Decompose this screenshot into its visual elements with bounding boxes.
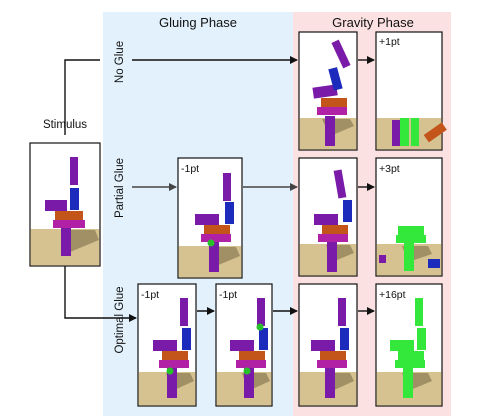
block-purple-base bbox=[244, 368, 254, 398]
block-magenta bbox=[159, 360, 189, 368]
block-blue bbox=[343, 200, 352, 222]
block-purple-left bbox=[153, 340, 177, 351]
block-purple-top bbox=[333, 169, 347, 199]
row-label-partial-glue: Partial Glue bbox=[114, 158, 126, 218]
score-optimal-glue-1: -1pt bbox=[141, 289, 159, 301]
block-purple-top bbox=[338, 298, 346, 326]
block-green-top bbox=[415, 298, 423, 326]
block-purple-base bbox=[61, 228, 71, 256]
block-purple-fallen bbox=[379, 255, 386, 263]
row-label-no-glue: No Glue bbox=[114, 41, 126, 83]
floor-shadow bbox=[66, 230, 99, 252]
block-green-mid bbox=[398, 351, 424, 360]
block-purple-top bbox=[70, 157, 78, 185]
block-orange-fallen bbox=[423, 122, 447, 143]
block-purple-top bbox=[223, 173, 231, 201]
block-green-base bbox=[404, 243, 414, 271]
block-blue bbox=[70, 188, 79, 210]
stimulus-panel bbox=[29, 142, 101, 267]
block-purple-top bbox=[257, 298, 265, 326]
panel-optimal-glue-step-2: -1pt bbox=[215, 283, 273, 407]
block-green-mid bbox=[396, 235, 426, 243]
score-no-glue-gravity: +1pt bbox=[379, 36, 400, 48]
panel-no-glue-gravity-start bbox=[298, 31, 358, 151]
panel-optimal-gravity-result: +16pt bbox=[375, 283, 443, 407]
panel-partial-glue-step: -1pt bbox=[177, 157, 243, 279]
glue-dot bbox=[256, 323, 264, 331]
panel-optimal-gravity-start bbox=[298, 283, 358, 407]
block-green-1 bbox=[400, 118, 409, 146]
block-magenta bbox=[318, 234, 348, 242]
block-purple-left bbox=[312, 84, 338, 99]
block-magenta bbox=[317, 107, 347, 115]
block-purple-left bbox=[45, 200, 67, 211]
block-green-left bbox=[390, 340, 414, 351]
block-purple-top bbox=[331, 39, 351, 69]
block-purple-base bbox=[327, 242, 337, 272]
block-orange bbox=[322, 225, 348, 234]
block-purple-base bbox=[325, 368, 335, 398]
panel-optimal-glue-step-1: -1pt bbox=[137, 283, 197, 407]
block-purple-left bbox=[314, 214, 338, 225]
block-green-base bbox=[403, 368, 413, 398]
score-optimal-glue-2: -1pt bbox=[219, 289, 237, 301]
block-purple-base bbox=[325, 116, 335, 146]
glue-dot bbox=[243, 367, 251, 375]
block-blue-fallen bbox=[428, 259, 440, 268]
glue-dot bbox=[166, 367, 174, 375]
block-blue bbox=[182, 328, 191, 350]
block-purple-left bbox=[195, 214, 219, 225]
panel-no-glue-gravity-result: +1pt bbox=[375, 31, 447, 151]
score-partial-glue: -1pt bbox=[181, 163, 199, 175]
block-purple-base bbox=[167, 368, 177, 398]
block-orange bbox=[204, 225, 230, 234]
block-magenta bbox=[236, 360, 266, 368]
block-purple-left bbox=[311, 340, 335, 351]
block-purple-base bbox=[209, 242, 219, 272]
block-magenta bbox=[53, 220, 85, 228]
score-optimal-gravity: +16pt bbox=[379, 289, 406, 301]
block-blue bbox=[259, 328, 268, 350]
block-blue bbox=[340, 328, 349, 350]
block-orange bbox=[55, 211, 83, 220]
block-orange bbox=[162, 351, 188, 360]
block-green-2 bbox=[411, 118, 419, 146]
row-label-optimal-glue: Optimal Glue bbox=[114, 286, 126, 353]
block-orange bbox=[321, 98, 347, 107]
gravity-phase-title: Gravity Phase bbox=[332, 15, 414, 30]
panel-partial-gravity-start bbox=[298, 157, 358, 277]
gluing-phase-title: Gluing Phase bbox=[159, 15, 237, 30]
block-orange bbox=[320, 351, 346, 360]
block-magenta bbox=[201, 234, 231, 242]
block-blue bbox=[328, 67, 343, 91]
stimulus-connectors bbox=[64, 59, 100, 319]
block-green-top bbox=[398, 226, 424, 235]
block-blue bbox=[225, 202, 234, 224]
block-orange bbox=[239, 351, 265, 360]
block-purple-left bbox=[230, 340, 254, 351]
panel-partial-gravity-result: +3pt bbox=[375, 157, 443, 277]
score-partial-gravity: +3pt bbox=[379, 163, 400, 175]
block-purple-top bbox=[180, 298, 188, 326]
block-purple-fallen bbox=[392, 120, 400, 146]
block-green-lower bbox=[395, 360, 425, 368]
block-green-side bbox=[417, 328, 426, 350]
glue-dot bbox=[207, 239, 215, 247]
block-magenta bbox=[317, 360, 347, 368]
